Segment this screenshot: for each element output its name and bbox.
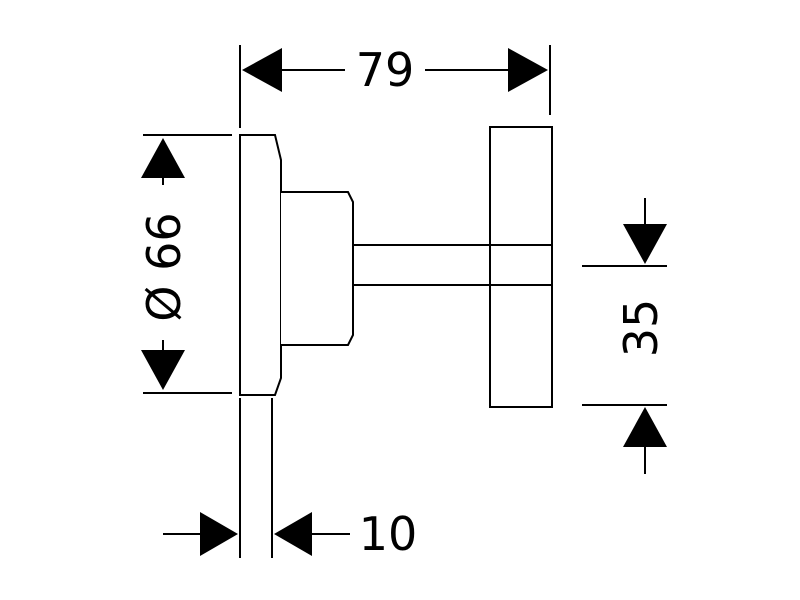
dimension-label-10: 10 (359, 507, 418, 561)
dimension-diameter: Ø 66 (137, 134, 232, 394)
arrowhead-left (242, 48, 282, 92)
sleeve-profile (281, 191, 354, 346)
dimension-overall-width: 79 (239, 43, 551, 128)
arrowhead-left (274, 512, 312, 556)
dimension-label-79: 79 (356, 43, 415, 97)
dimension-rosette-thickness: 10 (163, 398, 417, 561)
dimension-handle-height: 35 (582, 198, 668, 474)
arrowhead-up (623, 407, 667, 447)
arrowhead-right (508, 48, 548, 92)
arrowhead-down (623, 224, 667, 264)
dimension-label-35: 35 (614, 299, 668, 358)
cross-handle-profile (489, 126, 553, 408)
rosette-profile (239, 134, 282, 396)
valve-handle-outline (239, 126, 553, 408)
arrowhead-right (200, 512, 238, 556)
stem-profile (352, 244, 491, 286)
arrowhead-up (141, 138, 185, 178)
arrowhead-down (141, 350, 185, 390)
dimension-label-diameter-66: Ø 66 (137, 212, 191, 321)
